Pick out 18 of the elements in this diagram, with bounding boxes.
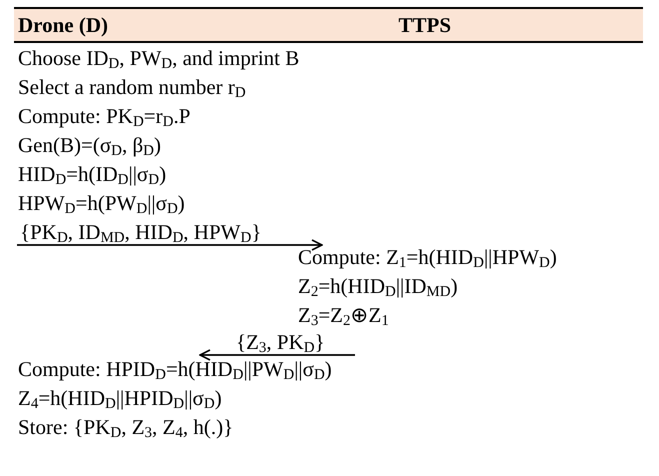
protocol-step: Compute: PK$_{D}$=r$_{D}$.P bbox=[18, 104, 190, 129]
protocol-step: Z$_{2}$=h(HID$_{D}$||ID$_{MD}$) bbox=[298, 274, 458, 299]
protocol-step: Select a random number r$_{D}$ bbox=[18, 75, 246, 100]
protocol-step: {PK$_{D}$, ID$_{MD}$, HID$_{D}$, HPW$_{D}$} bbox=[20, 220, 262, 245]
message-arrow bbox=[17, 239, 323, 251]
protocol-step: Gen(B)=(σ$_{D}$, β$_{D}$) bbox=[18, 133, 162, 158]
protocol-step: Store: {PK$_{D}$, Z$_{3}$, Z$_{4}$, h(.)} bbox=[18, 415, 234, 440]
protocol-step: Compute: HPID$_{D}$=h(HID$_{D}$||PW$_{D}$||σ$_{D}$) bbox=[18, 357, 332, 382]
protocol-step: Choose ID$_{D}$, PW$_{D}$, and imprint B bbox=[18, 46, 300, 71]
protocol-step: {Z$_{3}$, PK$_{D}$} bbox=[236, 330, 325, 355]
column-header: Drone (D) bbox=[18, 12, 108, 39]
protocol-step: HPW$_{D}$=h(PW$_{D}$||σ$_{D}$) bbox=[18, 191, 185, 216]
protocol-step: Compute: Z$_{1}$=h(HID$_{D}$||HPW$_{D}$) bbox=[298, 245, 557, 270]
message-arrow bbox=[199, 349, 355, 361]
protocol-step: HID$_{D}$=h(ID$_{D}$||σ$_{D}$) bbox=[18, 162, 166, 187]
column-header: TTPS bbox=[398, 12, 452, 39]
protocol-step: Z$_{3}$=Z$_{2}$⊕Z$_{1}$ bbox=[298, 303, 389, 328]
protocol-step: Z$_{4}$=h(HID$_{D}$||HPID$_{D}$||σ$_{D}$) bbox=[18, 386, 222, 411]
